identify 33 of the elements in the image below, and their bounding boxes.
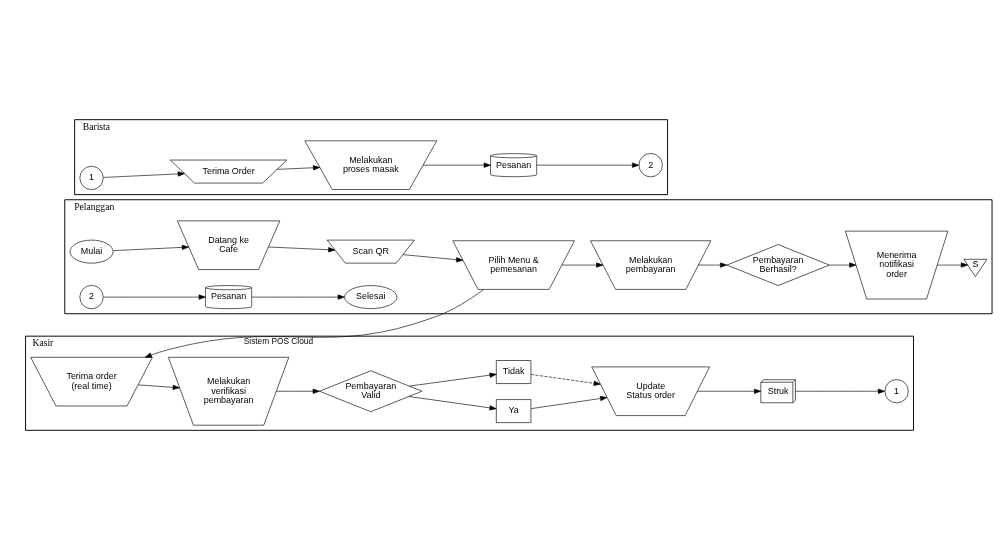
node-box: Tidak [496, 360, 532, 384]
arrow [251, 294, 345, 300]
node-diamond: Pembayaran Berhasil? [726, 244, 830, 286]
node-ellipse: Mulai [69, 239, 114, 264]
arrow [937, 262, 968, 268]
arrow [530, 374, 601, 386]
arrow [698, 262, 728, 268]
node-circle: 1 [884, 379, 909, 404]
arrow [795, 388, 885, 394]
node-circle: 2 [79, 285, 104, 310]
edge-label: Sistem POS Cloud [243, 335, 314, 346]
node-diamond: Pembayaran Valid [319, 370, 423, 413]
arrow [536, 162, 640, 168]
arrow [103, 171, 185, 178]
node-ellipse: Selesai [344, 285, 398, 309]
node-circle: 1 [79, 165, 104, 190]
arrow [137, 384, 180, 390]
arrow [268, 246, 336, 253]
arrow [402, 254, 464, 263]
arrow [409, 372, 497, 387]
arrow [408, 396, 497, 411]
arrow [561, 262, 604, 268]
arrow [422, 162, 491, 168]
arrow [276, 165, 321, 171]
node-circle: 2 [638, 153, 663, 178]
arrow [113, 244, 189, 251]
arrow [530, 395, 608, 409]
arrow [103, 294, 206, 300]
arrow [697, 388, 762, 394]
arrow [144, 289, 484, 358]
arrow [829, 262, 857, 268]
arrow [276, 388, 320, 394]
node-box: Ya [496, 399, 532, 423]
